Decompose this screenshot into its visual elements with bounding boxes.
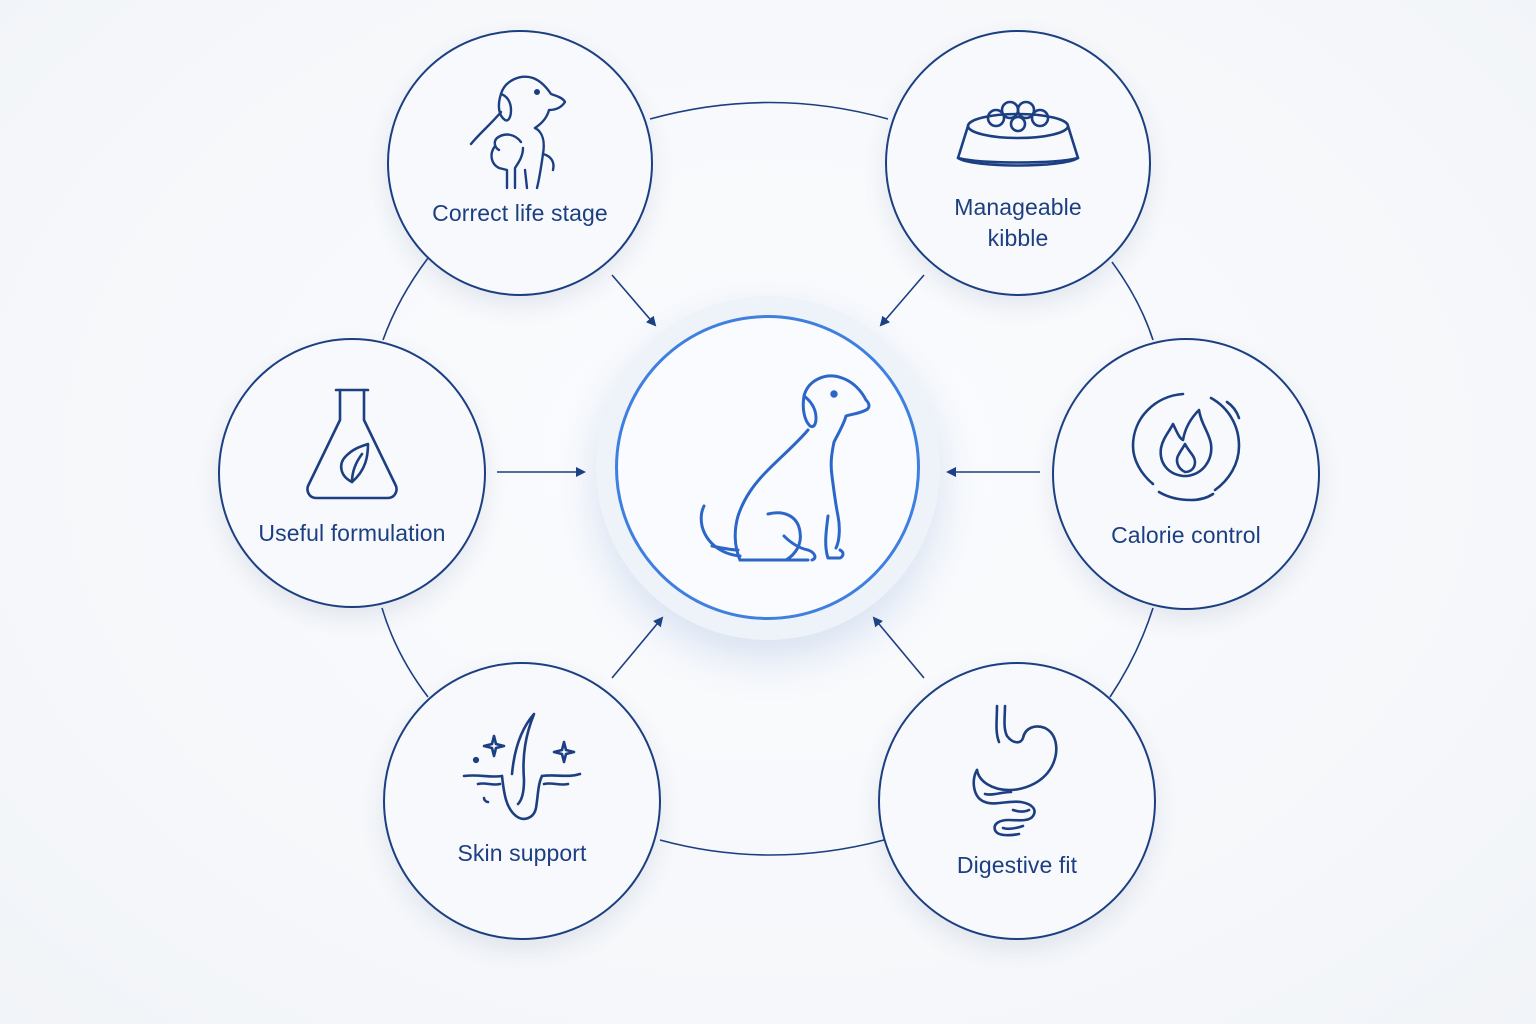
dog-puppy-icon (469, 75, 567, 190)
label-skin: Skin support (457, 840, 587, 866)
node-formulation: Useful formulation (218, 338, 486, 608)
food-bowl-icon (956, 100, 1080, 167)
arrow-life-stage (611, 274, 657, 327)
label-life-stage: Correct life stage (432, 200, 608, 226)
ring-arc-upper-right (1111, 261, 1154, 341)
dog-sitting-icon (699, 374, 871, 562)
ring-arc-bottom (659, 839, 885, 856)
ring-arc-lower-left (381, 607, 429, 698)
center-node (615, 315, 920, 620)
hair-follicle-icon (462, 712, 582, 821)
node-life-stage: Correct life stage (387, 30, 653, 296)
node-calorie: Calorie control (1052, 338, 1320, 610)
ring-arc-upper-left (382, 257, 429, 341)
flame-icon (1131, 392, 1241, 502)
label-calorie: Calorie control (1111, 522, 1261, 548)
flask-leaf-icon (306, 388, 398, 500)
arrow-skin (611, 616, 664, 679)
label-digestive: Digestive fit (956, 852, 1078, 878)
ring-arc-lower-right (1109, 607, 1154, 698)
label-kibble: Manageable kibble (954, 194, 1082, 251)
arrow-kibble (879, 274, 925, 327)
stomach-icon (972, 704, 1058, 837)
node-kibble: Manageable kibble (885, 30, 1151, 296)
label-formulation: Useful formulation (258, 520, 446, 546)
node-digestive: Digestive fit (878, 662, 1156, 940)
node-skin: Skin support (383, 662, 661, 940)
arrow-digestive (872, 616, 925, 679)
ring-arc-top (649, 101, 889, 120)
